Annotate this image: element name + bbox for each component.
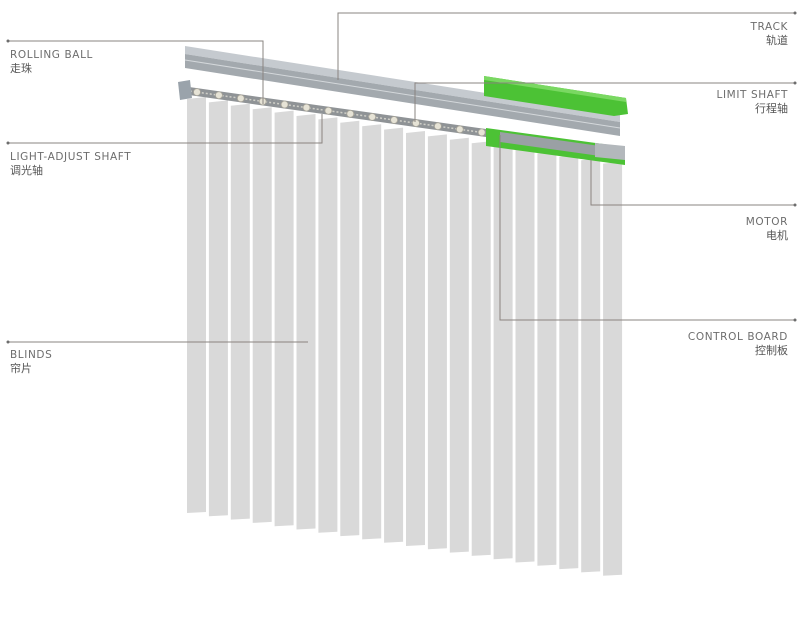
rolling-ball [412, 119, 420, 128]
rolling-ball [193, 88, 201, 97]
limit-shaft-label-zh: 行程轴 [755, 101, 788, 115]
rolling-ball [324, 106, 333, 115]
rolling-ball [368, 113, 377, 121]
blind-slat [493, 144, 513, 560]
blinds-slats [187, 97, 623, 576]
blind-slat [187, 97, 206, 513]
blind-slat [515, 148, 535, 563]
light-adjust-shaft-label: LIGHT-ADJUST SHAFT [10, 151, 131, 163]
control-board [486, 128, 625, 165]
leader-lines [6, 11, 797, 344]
blind-slat [603, 161, 623, 576]
motor [595, 143, 625, 160]
rolling-ball-label-zh: 走珠 [10, 61, 32, 75]
light-adjust-shaft-label-zh: 调光轴 [10, 163, 43, 177]
rolling-ball [433, 122, 442, 131]
blind-slat [252, 107, 272, 523]
rolling-ball [390, 116, 399, 124]
end-cap [178, 80, 192, 100]
blind-slat [449, 137, 469, 553]
blind-slat [471, 141, 491, 556]
blinds-label: BLINDS [10, 349, 52, 361]
rolling-ball-label: ROLLING BALL [10, 49, 93, 61]
track-label-zh: 轨道 [766, 33, 788, 47]
motor-label-zh: 电机 [766, 228, 788, 242]
blind-slat [296, 114, 316, 530]
blind-slat [406, 131, 425, 546]
rolling-ball [302, 103, 311, 112]
blind-slat [427, 134, 447, 550]
blind-slat [537, 151, 557, 566]
blinds-label-zh: 帘片 [10, 361, 32, 375]
control-board-label-zh: 控制板 [755, 343, 788, 357]
blind-slat [559, 154, 579, 570]
blind-slat [274, 110, 294, 527]
rolling-ball [280, 100, 289, 109]
rolling-ball [455, 125, 464, 134]
limit-shaft-label: LIMIT SHAFT [717, 89, 788, 101]
blind-slat [208, 100, 228, 517]
blind-slat [230, 103, 250, 520]
rolling-ball [214, 91, 223, 100]
rolling-ball [477, 128, 486, 137]
blind-slat [384, 127, 404, 543]
blind-slat [581, 158, 601, 573]
blind-slat [340, 120, 360, 537]
rolling-ball [236, 94, 245, 103]
blind-slat [362, 124, 382, 540]
blind-slat [318, 117, 338, 533]
motor-label: MOTOR [746, 216, 788, 228]
rolling-ball [346, 109, 355, 118]
control-board-label: CONTROL BOARD [688, 331, 788, 343]
track-label: TRACK [750, 21, 789, 33]
track [184, 46, 621, 136]
